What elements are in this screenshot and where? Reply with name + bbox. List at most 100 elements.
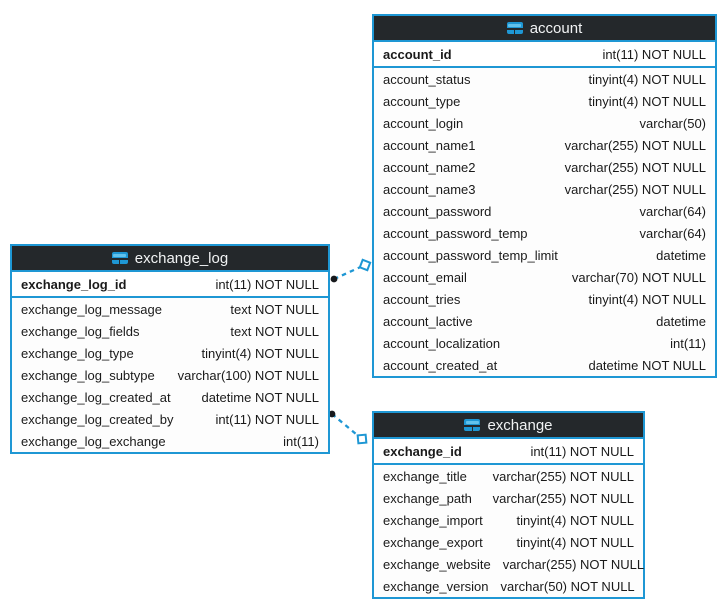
field-type: datetime [656, 247, 706, 263]
field-name: account_tries [383, 291, 461, 307]
field-rows: exchange_log_message text NOT NULL excha… [12, 298, 328, 452]
field-type: text NOT NULL [230, 301, 319, 317]
field-type: tinyint(4) NOT NULL [588, 291, 706, 307]
relationship-line-exchange_log-to-exchange[interactable] [331, 413, 363, 440]
relationship-origin-dot[interactable] [330, 275, 338, 283]
field-type: int(11) NOT NULL [602, 46, 706, 62]
field-row[interactable]: account_status tinyint(4) NOT NULL [374, 68, 715, 90]
field-name: exchange_import [383, 512, 483, 528]
db-table-header[interactable]: account [374, 16, 715, 42]
field-type: tinyint(4) NOT NULL [201, 345, 319, 361]
field-row[interactable]: exchange_version varchar(50) NOT NULL [374, 575, 643, 597]
field-row[interactable]: account_password_temp varchar(64) [374, 222, 715, 244]
field-type: varchar(64) [639, 225, 706, 241]
field-row[interactable]: account_name1 varchar(255) NOT NULL [374, 134, 715, 156]
field-name: exchange_log_type [21, 345, 134, 361]
primary-key-row[interactable]: account_id int(11) NOT NULL [374, 42, 715, 68]
field-row[interactable]: exchange_export tinyint(4) NOT NULL [374, 531, 643, 553]
field-name: account_email [383, 269, 467, 285]
field-type: int(11) [283, 433, 319, 449]
field-type: int(11) NOT NULL [215, 276, 319, 292]
field-row[interactable]: account_tries tinyint(4) NOT NULL [374, 288, 715, 310]
field-type: varchar(64) [639, 203, 706, 219]
field-name: exchange_log_message [21, 301, 162, 317]
field-row[interactable]: account_lactive datetime [374, 310, 715, 332]
field-row[interactable]: exchange_log_created_by int(11) NOT NULL [12, 408, 328, 430]
db-table-exchange[interactable]: exchange exchange_id int(11) NOT NULL ex… [372, 411, 645, 599]
field-row[interactable]: exchange_log_fields text NOT NULL [12, 320, 328, 342]
relationship-diamond-end[interactable] [356, 433, 368, 445]
field-rows: exchange_title varchar(255) NOT NULL exc… [374, 465, 645, 597]
field-row[interactable]: account_created_at datetime NOT NULL [374, 354, 715, 376]
field-row[interactable]: account_type tinyint(4) NOT NULL [374, 90, 715, 112]
field-row[interactable]: account_login varchar(50) [374, 112, 715, 134]
field-name: account_created_at [383, 357, 498, 373]
field-row[interactable]: account_password_temp_limit datetime [374, 244, 715, 266]
field-row[interactable]: account_name3 varchar(255) NOT NULL [374, 178, 715, 200]
field-name: exchange_version [383, 578, 489, 594]
field-name: exchange_log_id [21, 276, 127, 292]
field-name: account_id [383, 46, 452, 62]
field-name: exchange_log_created_at [21, 389, 171, 405]
field-row[interactable]: exchange_path varchar(255) NOT NULL [374, 487, 643, 509]
db-table-account[interactable]: account account_id int(11) NOT NULL acco… [372, 14, 717, 378]
field-type: int(11) NOT NULL [530, 443, 634, 459]
field-name: account_password [383, 203, 492, 219]
field-type: datetime [656, 313, 706, 329]
field-name: exchange_log_created_by [21, 411, 174, 427]
field-row[interactable]: exchange_log_created_at datetime NOT NUL… [12, 386, 328, 408]
field-name: account_name3 [383, 181, 476, 197]
field-name: exchange_path [383, 490, 472, 506]
field-row[interactable]: account_password varchar(64) [374, 200, 715, 222]
field-row[interactable]: exchange_website varchar(255) NOT NULL [374, 553, 645, 575]
db-table-exchange_log[interactable]: exchange_log exchange_log_id int(11) NOT… [10, 244, 330, 454]
field-name: exchange_log_subtype [21, 367, 155, 383]
table-icon [506, 22, 523, 34]
field-name: exchange_export [383, 534, 483, 550]
field-type: varchar(255) NOT NULL [564, 181, 706, 197]
table-title: account [529, 19, 583, 37]
field-type: varchar(255) NOT NULL [502, 556, 645, 572]
primary-key-row[interactable]: exchange_id int(11) NOT NULL [374, 439, 643, 465]
field-name: account_type [383, 93, 461, 109]
field-row[interactable]: account_name2 varchar(255) NOT NULL [374, 156, 715, 178]
field-type: varchar(255) NOT NULL [564, 159, 706, 175]
field-name: exchange_id [383, 443, 462, 459]
field-type: int(11) NOT NULL [215, 411, 319, 427]
relationship-diamond-end[interactable] [358, 258, 372, 272]
field-type: varchar(70) NOT NULL [571, 269, 706, 285]
field-row[interactable]: exchange_log_type tinyint(4) NOT NULL [12, 342, 328, 364]
table-title: exchange_log [134, 249, 229, 267]
primary-key-row[interactable]: exchange_log_id int(11) NOT NULL [12, 272, 328, 298]
field-name: exchange_log_exchange [21, 433, 166, 449]
table-title: exchange [487, 416, 553, 434]
field-type: varchar(255) NOT NULL [492, 490, 634, 506]
field-row[interactable]: account_email varchar(70) NOT NULL [374, 266, 715, 288]
field-row[interactable]: exchange_log_subtype varchar(100) NOT NU… [12, 364, 328, 386]
field-type: varchar(100) NOT NULL [177, 367, 319, 383]
field-row[interactable]: account_localization int(11) [374, 332, 715, 354]
field-row[interactable]: exchange_log_exchange int(11) [12, 430, 328, 452]
field-row[interactable]: exchange_import tinyint(4) NOT NULL [374, 509, 643, 531]
field-name: account_localization [383, 335, 501, 351]
field-type: tinyint(4) NOT NULL [516, 512, 634, 528]
table-icon [111, 252, 128, 264]
field-name: account_status [383, 71, 471, 87]
db-table-header[interactable]: exchange_log [12, 246, 328, 272]
db-table-header[interactable]: exchange [374, 413, 643, 439]
field-name: account_login [383, 115, 464, 131]
field-name: account_name1 [383, 137, 476, 153]
field-type: tinyint(4) NOT NULL [588, 93, 706, 109]
field-rows: account_status tinyint(4) NOT NULL accou… [374, 68, 715, 376]
field-row[interactable]: exchange_title varchar(255) NOT NULL [374, 465, 643, 487]
relationship-origin-dot[interactable] [328, 410, 336, 418]
field-name: account_name2 [383, 159, 476, 175]
field-name: exchange_log_fields [21, 323, 140, 339]
field-name: exchange_website [383, 556, 491, 572]
field-type: datetime NOT NULL [588, 357, 706, 373]
field-type: tinyint(4) NOT NULL [588, 71, 706, 87]
field-row[interactable]: exchange_log_message text NOT NULL [12, 298, 328, 320]
field-type: datetime NOT NULL [201, 389, 319, 405]
